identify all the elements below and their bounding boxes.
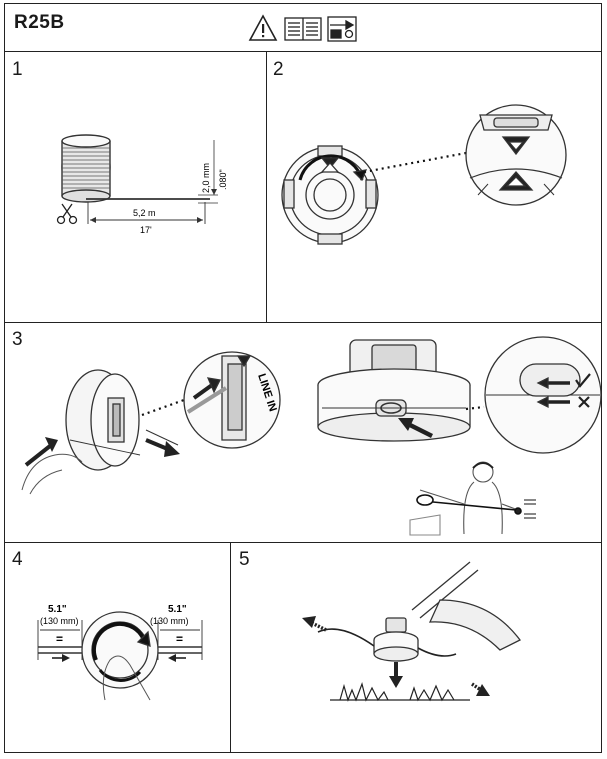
- step-number-5: 5: [239, 549, 250, 570]
- right-equal-sign: =: [176, 632, 183, 646]
- hand-icon: [102, 655, 151, 701]
- instruction-sheet: [4, 3, 602, 753]
- hand-icon: [21, 453, 83, 495]
- left-equal-sign: =: [56, 632, 63, 646]
- right-length-in: 5.1": [168, 604, 187, 615]
- dimension-right: [157, 620, 203, 660]
- line-diameter-in: .080": [218, 169, 228, 190]
- line-extend-arrow-left: [302, 616, 327, 632]
- trimmer-head-side-view: [65, 369, 141, 471]
- insert-direction-arrow: [24, 437, 58, 467]
- step-number-1: 1: [12, 59, 23, 80]
- line-spool-icon: [61, 134, 111, 203]
- col-divider-row1: [266, 51, 267, 322]
- left-length-mm: (130 mm): [40, 616, 79, 626]
- step-number-4: 4: [12, 549, 23, 570]
- line-insert-arrow: [398, 418, 434, 439]
- row1-divider: [4, 322, 602, 323]
- read-manual-icon: [284, 17, 322, 41]
- header-divider: [4, 51, 602, 52]
- warning-icon: [248, 14, 278, 41]
- arrow-alignment-magnifier: [465, 104, 567, 206]
- head-spinning-line: [416, 494, 536, 519]
- right-length-mm: (130 mm): [150, 616, 189, 626]
- trimmer-head-bump: [373, 617, 419, 662]
- grass-icon: [330, 681, 470, 702]
- line-in-magnifier: [183, 351, 281, 449]
- header-icons: [248, 14, 357, 42]
- trimmer-head-front-view: [317, 339, 471, 442]
- exit-direction-arrow: [145, 438, 180, 457]
- trimmer-head-top-view: [281, 145, 379, 245]
- trimmer-shaft: [411, 561, 521, 651]
- col-divider-row3: [230, 542, 231, 753]
- bump-down-arrow: [389, 662, 403, 688]
- dimension-left: [37, 620, 83, 660]
- left-length-in: 5.1": [48, 604, 67, 615]
- line-length-m: 5,2 m: [133, 208, 156, 218]
- line-length-ft: 17': [140, 225, 152, 235]
- row2-divider: [4, 542, 602, 543]
- model-title: R25B: [14, 12, 65, 33]
- scissors-icon: [56, 203, 78, 225]
- pull-arrow-right: [168, 654, 186, 662]
- pull-arrow-left: [52, 654, 70, 662]
- step-number-2: 2: [273, 59, 284, 80]
- line-diameter-mm: 2,0 mm: [201, 163, 211, 193]
- correct-direction-magnifier: [484, 336, 602, 454]
- disassembly-icon: [327, 16, 357, 42]
- line-extend-arrow-right: [471, 682, 490, 696]
- step-number-3: 3: [12, 329, 23, 350]
